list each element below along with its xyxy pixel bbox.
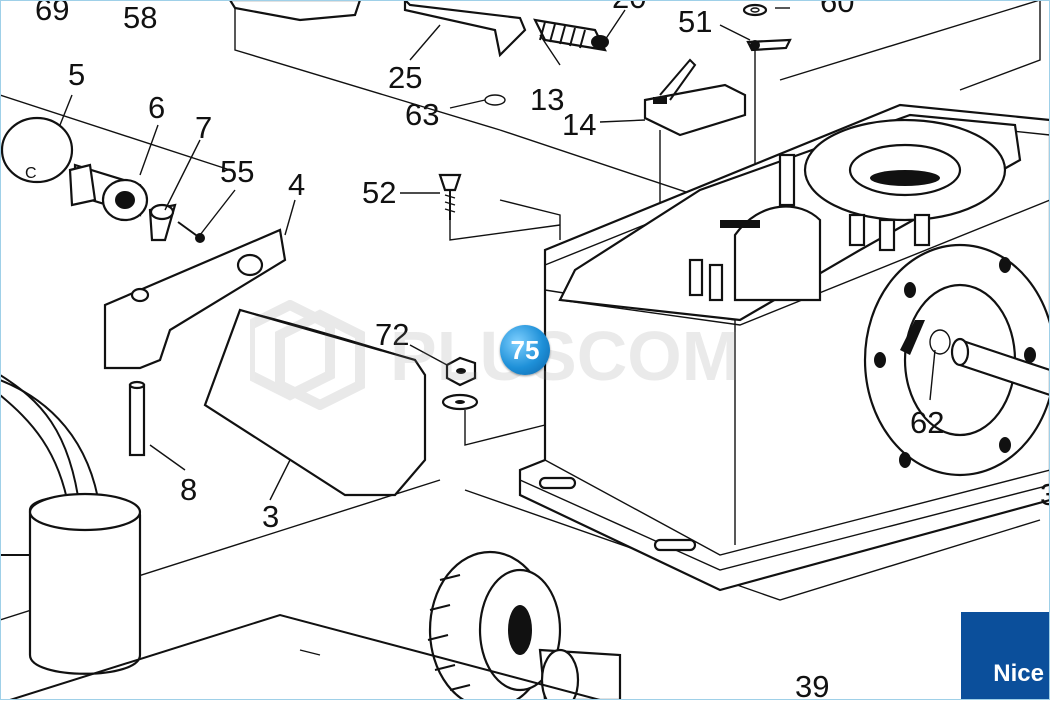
label-8: 8 bbox=[180, 472, 197, 507]
label-14: 14 bbox=[562, 107, 596, 142]
brand-logo-text: Nice bbox=[993, 660, 1044, 687]
label-4: 4 bbox=[288, 167, 305, 202]
label-51: 51 bbox=[678, 4, 712, 39]
label-3-edge: 3 bbox=[1040, 477, 1050, 512]
bracket-part-4 bbox=[103, 228, 287, 370]
brand-logo: Nice bbox=[961, 612, 1050, 700]
label-60: 60 bbox=[820, 0, 854, 19]
gear-part bbox=[427, 550, 622, 705]
capacitor-part bbox=[0, 374, 142, 675]
label-25: 25 bbox=[388, 60, 422, 95]
cover-part-3 bbox=[203, 308, 427, 497]
lever-part-7 bbox=[148, 203, 177, 242]
label-72: 72 bbox=[375, 317, 409, 352]
washer-part-60 bbox=[742, 3, 768, 17]
label-20: 20 bbox=[612, 0, 646, 15]
svg-text:C: C bbox=[25, 165, 37, 182]
leader-lines bbox=[59, 7, 936, 501]
nut-part-72 bbox=[441, 356, 479, 411]
spring-part-13 bbox=[533, 18, 609, 52]
label-52: 52 bbox=[362, 175, 396, 210]
gearbox-housing bbox=[518, 103, 1050, 592]
label-58: 58 bbox=[123, 0, 157, 35]
selected-part-badge[interactable]: 75 bbox=[500, 325, 550, 375]
base-plate bbox=[9, 613, 601, 701]
part-labels: 69 58 20 60 51 25 13 63 14 5 6 7 55 4 52… bbox=[35, 0, 1050, 704]
label-7: 7 bbox=[195, 110, 212, 145]
label-69: 69 bbox=[35, 0, 69, 27]
microswitch-part-14 bbox=[643, 58, 747, 137]
label-3: 3 bbox=[262, 499, 279, 534]
screw-part-52 bbox=[438, 173, 462, 220]
label-6: 6 bbox=[148, 90, 165, 125]
label-5: 5 bbox=[68, 57, 85, 92]
screw-part-51 bbox=[746, 38, 792, 52]
label-63: 63 bbox=[405, 97, 439, 132]
label-39: 39 bbox=[795, 669, 829, 700]
top-bracket-part-25 bbox=[228, 0, 527, 58]
label-62: 62 bbox=[910, 405, 944, 440]
cap-part-5: C bbox=[0, 116, 74, 184]
screw-part-55 bbox=[177, 221, 205, 243]
label-13: 13 bbox=[530, 82, 564, 117]
pin-part-8 bbox=[128, 380, 146, 457]
lock-cylinder-part-6 bbox=[68, 163, 149, 222]
label-55: 55 bbox=[220, 154, 254, 189]
o-ring-part-63 bbox=[484, 94, 506, 106]
